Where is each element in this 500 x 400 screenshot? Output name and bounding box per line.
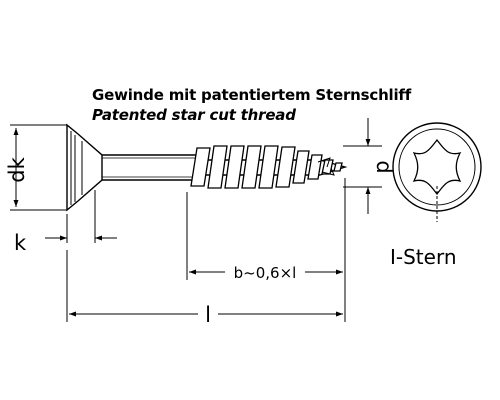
star-drive-icon	[412, 138, 462, 196]
dimension-d	[343, 118, 382, 214]
head-top-view	[392, 122, 482, 222]
title-english: Patented star cut thread	[92, 106, 296, 124]
countersunk-head	[66, 123, 103, 212]
drive-label: I-Stern	[390, 245, 457, 269]
dimension-dk-label: dk	[5, 156, 29, 182]
dimension-l	[66, 250, 343, 322]
dimension-k-label: k	[14, 231, 27, 255]
dimension-b-label: b~0,6×l	[234, 264, 297, 282]
screw-side-view	[66, 123, 348, 212]
thread-flanks	[190, 145, 343, 189]
dimension-b	[186, 178, 346, 322]
dimension-l-label: l	[205, 303, 211, 327]
star-cut-tip	[317, 157, 335, 176]
screw-shank	[102, 154, 200, 181]
dimension-k	[45, 190, 117, 243]
dimension-d-label: d	[372, 160, 396, 173]
dimension-dk	[10, 124, 67, 211]
title-german: Gewinde mit patentiertem Sternschliff	[92, 86, 412, 104]
